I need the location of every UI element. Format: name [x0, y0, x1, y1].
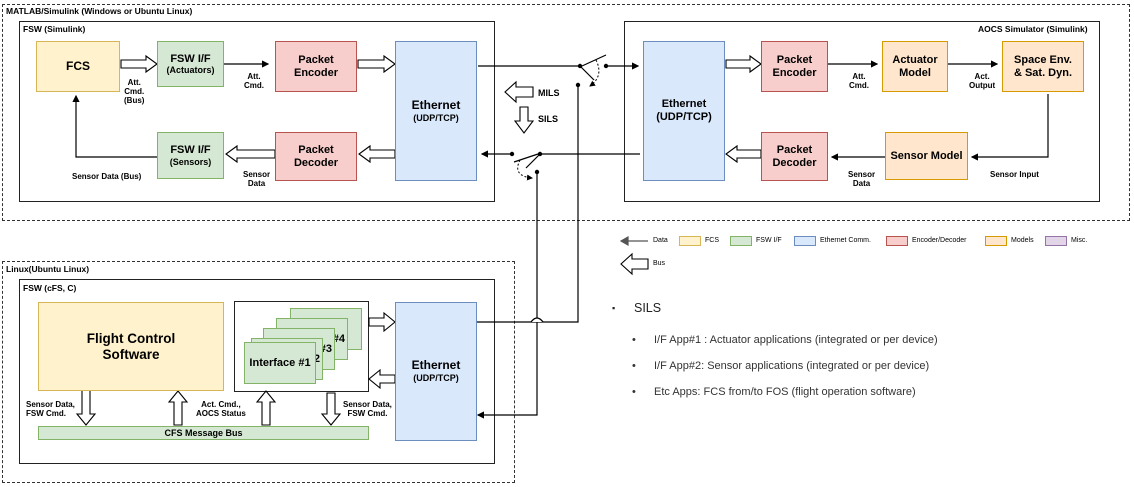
interface-4-label: #4 [332, 332, 345, 345]
fcs-software-a: Flight Control [86, 330, 176, 346]
legend-item-label: Encoder/Decoder [912, 237, 967, 244]
fsw-cfs-label: FSW (cFS, C) [23, 283, 77, 293]
sils-note-bullet: • [632, 360, 636, 372]
packet-decoder-1-box: Packet Decoder [275, 132, 357, 181]
legend-swatch [679, 236, 701, 246]
sensor-data-bus-label: Sensor Data (Bus) [72, 172, 142, 181]
pkt-dec-1b: Decoder [293, 156, 339, 169]
fsw-if-act-sub: (Actuators) [166, 65, 215, 76]
packet-decoder-2-box: Packet Decoder [761, 132, 828, 181]
sils-label: SILS [538, 114, 559, 124]
sils-note-item: Etc Apps: FCS from/to FOS (flight operat… [654, 386, 916, 398]
space-env-a: Space Env. [1014, 53, 1072, 66]
pkt-enc-2b: Encoder [772, 66, 817, 79]
pkt-enc-1b: Encoder [293, 66, 338, 79]
sils-notes-title: SILS [634, 301, 662, 315]
space-env-box: Space Env. & Sat. Dyn. [1002, 41, 1084, 92]
space-env-b: & Sat. Dyn. [1013, 66, 1073, 79]
act-output-label: Act.Output [969, 72, 996, 91]
fsw-if-sensors-box: FSW I/F (Sensors) [157, 132, 224, 179]
legend-item-label: Models [1011, 237, 1034, 244]
eth-3-title: Ethernet [411, 358, 461, 373]
act-model-b: Model [899, 66, 931, 79]
legend-item-label: FCS [705, 237, 719, 244]
pkt-dec-2a: Packet [776, 143, 813, 156]
fsw-if-sen-sub: (Sensors) [169, 156, 212, 167]
fsw-if-act-title: FSW I/F [170, 52, 211, 65]
fsw-if-actuators-box: FSW I/F (Actuators) [157, 41, 224, 87]
matlab-region-label: MATLAB/Simulink (Windows or Ubuntu Linux… [6, 6, 193, 16]
legend-swatch [886, 236, 908, 246]
fsw-if-sen-title: FSW I/F [170, 144, 211, 156]
aocs-region [624, 21, 1100, 202]
eth-1-sub: (UDP/TCP) [413, 112, 459, 123]
interface-1-label: Interface #1 [249, 356, 311, 369]
sensor-model-label: Sensor Model [890, 149, 963, 162]
cfs-bus-label: CFS Message Bus [164, 427, 243, 438]
bus-label-right: Sensor Data,FSW Cmd. [343, 400, 392, 419]
sils-notes-bullet: ▪ [612, 303, 616, 313]
ethernet-2-box: Ethernet (UDP/TCP) [643, 41, 725, 181]
interface-1-box: Interface #1 [244, 342, 316, 384]
bus-label-left: Sensor Data,FSW Cmd. [26, 400, 75, 419]
fcs-software-b: Software [102, 346, 160, 362]
matlab-region [2, 4, 1130, 221]
legend-item-label: Misc. [1071, 237, 1088, 244]
eth-2-sub: (UDP/TCP) [656, 111, 712, 123]
legend-swatch [730, 236, 752, 246]
interface-group [234, 301, 369, 392]
packet-encoder-1-box: Packet Encoder [275, 41, 357, 92]
att-cmd-a-label: Att.Cmd. [244, 72, 264, 91]
linux-region [2, 261, 515, 483]
ethernet-3-box: Ethernet (UDP/TCP) [395, 302, 477, 441]
ethernet-1-box: Ethernet (UDP/TCP) [395, 41, 477, 181]
legend-data-label: Data [653, 237, 668, 244]
fsw-cfs-region [19, 279, 495, 464]
pkt-enc-1a: Packet [298, 53, 334, 66]
sils-note-item: I/F App#2: Sensor applications (integrat… [654, 360, 930, 372]
bus-label-mid: Act. Cmd.,AOCS Status [196, 400, 246, 419]
sensor-input-label: Sensor Input [990, 170, 1039, 179]
eth-3-sub: (UDP/TCP) [413, 373, 459, 384]
fsw-simulink-region [19, 21, 495, 202]
legend-item-label: Ethernet Comm. [820, 237, 871, 244]
sils-note-item: I/F App#1 : Actuator applications (integ… [654, 334, 938, 346]
fsw-simulink-label: FSW (Simulink) [23, 24, 86, 34]
legend-swatch [1045, 236, 1067, 246]
act-model-a: Actuator [892, 53, 938, 66]
att-cmd-b-label: Att.Cmd. [849, 72, 869, 91]
actuator-model-box: Actuator Model [882, 41, 948, 92]
legend-item-label: FSW I/F [756, 237, 782, 244]
pkt-enc-2a: Packet [776, 53, 813, 66]
att-cmd-bus-label: Att.Cmd.(Bus) [124, 78, 145, 106]
legend-bus-label: Bus [653, 260, 666, 267]
linux-region-label: Linux(Ubuntu Linux) [6, 264, 90, 274]
aocs-label: AOCS Simulator (Simulink) [978, 24, 1088, 34]
pkt-dec-2b: Decoder [772, 156, 817, 169]
sils-note-bullet: • [632, 334, 636, 346]
eth-1-title: Ethernet [411, 97, 461, 112]
legend-swatch [794, 236, 816, 246]
packet-encoder-2-box: Packet Encoder [761, 41, 828, 92]
fcs-box: FCS [36, 41, 120, 92]
flight-control-software-box: Flight Control Software [38, 302, 224, 391]
pkt-dec-1a: Packet [298, 143, 334, 156]
cfs-message-bus: CFS Message Bus [38, 426, 369, 440]
eth-2-title: Ethernet [661, 98, 707, 111]
sils-note-bullet: • [632, 386, 636, 398]
sensor-model-box: Sensor Model [885, 132, 968, 180]
fcs-label: FCS [66, 58, 90, 73]
mils-label: MILS [538, 88, 560, 98]
legend-swatch [985, 236, 1007, 246]
